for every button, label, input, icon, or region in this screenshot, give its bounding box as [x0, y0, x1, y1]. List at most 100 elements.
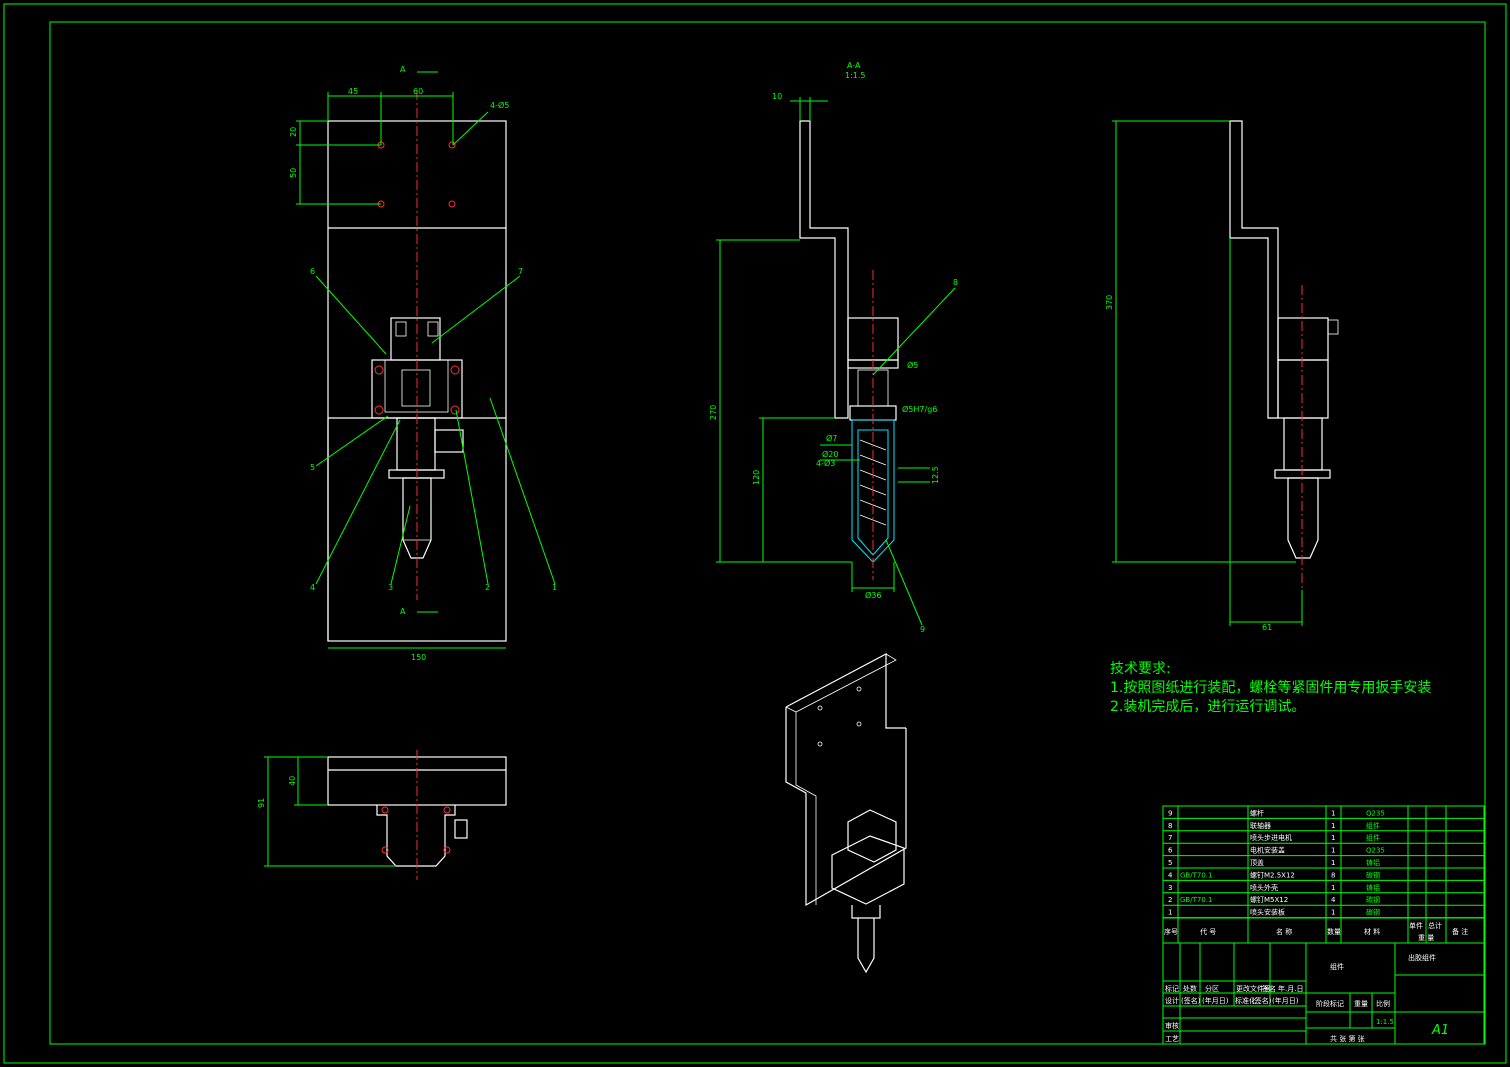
title-design-5: (年月日) — [1272, 996, 1299, 1005]
bom-cell-no: 7 — [1168, 834, 1172, 842]
drawing-name: 出胶组件 — [1408, 953, 1436, 962]
balloon-4: 4 — [310, 583, 315, 592]
dim-sec-270: 270 — [709, 405, 718, 420]
inner-border — [49, 21, 1486, 1045]
bom-header-total-weight: 总计 — [1428, 921, 1442, 930]
title-mark-5: 年.月.日 — [1278, 984, 1303, 993]
bom-cell-qty: 1 — [1331, 809, 1335, 817]
bom-cell-name: 喷头外壳 — [1250, 883, 1278, 892]
notes-title: 技术要求: — [1110, 661, 1171, 677]
front-section-mark-bottom: A — [400, 607, 406, 616]
dim-sec-d20: Ø20 — [822, 449, 838, 459]
top-view — [264, 750, 507, 880]
bom-cell-no: 4 — [1168, 871, 1173, 879]
dim-sec-d5: Ø5 — [907, 360, 918, 370]
bom-cell-name: 喷头步进电机 — [1250, 833, 1292, 842]
bom-cell-material: 铸铝 — [1366, 858, 1380, 867]
bom-cell-name: 电机安装盖 — [1250, 846, 1285, 855]
bom-cell-no: 2 — [1168, 896, 1172, 904]
bom-cell-qty: 8 — [1331, 871, 1335, 879]
bom-header-code: 代 号 — [1200, 927, 1216, 936]
bom-cell-no: 8 — [1168, 822, 1172, 830]
outer-border — [3, 3, 1507, 1064]
bom-header-qty: 数量 — [1327, 927, 1341, 936]
front-section-mark-top: A — [400, 65, 406, 74]
title-design-0: 设计 — [1165, 996, 1179, 1005]
section-view — [716, 97, 956, 626]
section-title: A-A — [847, 61, 861, 70]
process-label: 工艺 — [1165, 1035, 1179, 1043]
dim-front-150: 150 — [411, 653, 426, 662]
bom-cell-no: 6 — [1168, 847, 1173, 855]
title-design-4: (签名) — [1252, 996, 1272, 1005]
bom-cell-name: 联轴器 — [1250, 821, 1271, 830]
bom-cell-name: 螺钉M5X12 — [1250, 895, 1288, 904]
dim-sec-12-5: 12.5 — [931, 466, 940, 484]
balloon-3: 3 — [388, 583, 393, 592]
bom-cell-no: 1 — [1168, 909, 1172, 917]
front-view — [296, 71, 556, 649]
bom-cell-material: Q235 — [1366, 809, 1385, 817]
scale-label: 比例 — [1376, 999, 1390, 1008]
dim-front-45: 45 — [348, 87, 358, 96]
bom-cell-material: 组件 — [1366, 833, 1380, 842]
bom-header-material: 材 料 — [1364, 927, 1380, 936]
title-mark-3: 更改文件号 — [1236, 984, 1271, 993]
part-type: 组件 — [1330, 962, 1344, 971]
review-label: 审核 — [1165, 1021, 1179, 1030]
balloon-1: 1 — [552, 583, 557, 592]
bom-cell-name: 顶盖 — [1250, 858, 1264, 867]
bom-cell-code: GB/T70.1 — [1180, 896, 1212, 904]
bom-cell-qty: 1 — [1331, 822, 1335, 830]
bom-cell-no: 9 — [1168, 809, 1172, 817]
sheet-size: A1 — [1431, 1023, 1449, 1038]
bom-cell-qty: 1 — [1331, 909, 1335, 917]
balloon-8: 8 — [953, 278, 958, 287]
title-block-texts: 组件 出胶组件 标记 处数 分区 更改文件号 签名 年.月.日 设计 (签名) … — [1165, 953, 1449, 1043]
bom-cell-material: Q235 — [1366, 847, 1385, 855]
bom-header-name: 名 称 — [1276, 927, 1292, 936]
technical-requirements: 技术要求: 1.按照图纸进行装配，螺栓等紧固件用专用扳手安装 2.装机完成后，进… — [1110, 660, 1431, 717]
title-design-3: 标准化 — [1235, 996, 1256, 1005]
bom-cell-code: GB/T70.1 — [1180, 871, 1212, 879]
dim-sec-fit: Ø5H7/g6 — [902, 404, 937, 414]
section-scale: 1:1.5 — [845, 71, 866, 80]
balloon-9: 9 — [920, 625, 925, 634]
stage-mark: 阶段标记 — [1316, 999, 1344, 1008]
bom-cell-qty: 1 — [1331, 859, 1335, 867]
balloon-7: 7 — [518, 267, 523, 276]
dim-top-40: 40 — [288, 776, 297, 786]
dim-front-60: 60 — [413, 87, 423, 96]
bom-header-no: 序号 — [1164, 927, 1178, 936]
isometric-view — [785, 653, 907, 974]
bom-cell-qty: 4 — [1331, 896, 1336, 904]
bom-cell-name: 喷头安装板 — [1250, 908, 1285, 917]
bom-cell-qty: 1 — [1331, 847, 1335, 855]
bom-cell-material: 碳钢 — [1366, 895, 1380, 904]
bom-cell-qty: 1 — [1331, 884, 1335, 892]
bom-cell-material: 碳钢 — [1366, 908, 1380, 917]
bom-cell-qty: 1 — [1331, 834, 1335, 842]
balloon-6: 6 — [310, 267, 315, 276]
sheets-label: 共 张 第 张 — [1330, 1034, 1365, 1043]
bom-cell-material: 组件 — [1366, 821, 1380, 830]
bom-cell-material: 碳钢 — [1366, 870, 1380, 879]
bom-header: 序号 代 号 名 称 数量 材 料 单件 总计 重 量 备 注 — [1164, 921, 1468, 942]
bom-header-remark: 备 注 — [1452, 927, 1468, 936]
bom-cell-no: 5 — [1168, 859, 1172, 867]
scale-value: 1:1.5 — [1376, 1018, 1394, 1026]
balloon-2: 2 — [485, 583, 490, 592]
title-mark-2: 分区 — [1205, 984, 1219, 993]
weight-label: 重量 — [1354, 1000, 1368, 1008]
dim-sec-10: 10 — [772, 92, 782, 101]
bom-cell-name: 螺钉M2.5X12 — [1250, 870, 1295, 879]
balloon-5: 5 — [310, 463, 315, 472]
bom-cell-name: 螺杆 — [1250, 808, 1264, 817]
dim-front-50: 50 — [289, 168, 298, 178]
bom-header-unit-weight: 单件 — [1409, 921, 1423, 930]
dim-front-20: 20 — [289, 127, 298, 137]
dim-top-91: 91 — [257, 798, 266, 808]
title-design-1: (签名) — [1181, 996, 1201, 1005]
dim-sec-120: 120 — [752, 470, 761, 485]
